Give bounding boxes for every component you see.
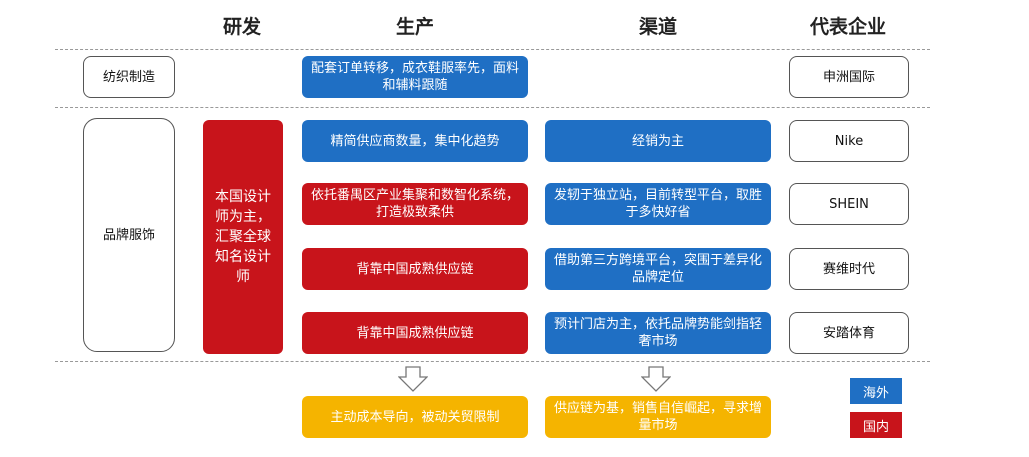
channel-box-anta: 预计门店为主，依托品牌势能剑指轻奢市场 bbox=[545, 312, 771, 354]
row-label-brand: 品牌服饰 bbox=[83, 118, 175, 352]
rd-box: 本国设计师为主，汇聚全球知名设计师 bbox=[203, 120, 283, 354]
arrow-down-icon bbox=[398, 366, 428, 392]
company-saiwei: 赛维时代 bbox=[789, 248, 909, 290]
header-rd: 研发 bbox=[222, 16, 261, 38]
channel-box-nike: 经销为主 bbox=[545, 120, 771, 162]
company-anta: 安踏体育 bbox=[789, 312, 909, 354]
header-companies: 代表企业 bbox=[809, 16, 886, 38]
production-box-nike: 精简供应商数量，集中化趋势 bbox=[302, 120, 528, 162]
production-box-saiwei: 背靠中国成熟供应链 bbox=[302, 248, 528, 290]
production-box-shein: 依托番禺区产业集聚和数智化系统，打造极致柔供 bbox=[302, 183, 528, 225]
separator-top bbox=[55, 49, 930, 50]
textile-production-box: 配套订单转移，成衣鞋服率先，面料和辅料跟随 bbox=[302, 56, 528, 98]
separator-bottom bbox=[55, 361, 930, 362]
company-shenzhou: 申洲国际 bbox=[789, 56, 909, 98]
header-production: 生产 bbox=[395, 16, 434, 38]
company-shein: SHEIN bbox=[789, 183, 909, 225]
header-channel: 渠道 bbox=[638, 16, 677, 38]
channel-box-shein: 发轫于独立站，目前转型平台，取胜于多快好省 bbox=[545, 183, 771, 225]
separator-middle bbox=[55, 107, 930, 108]
legend-domestic: 国内 bbox=[850, 412, 902, 438]
production-box-anta: 背靠中国成熟供应链 bbox=[302, 312, 528, 354]
summary-channel-box: 供应链为基，销售自信崛起，寻求增量市场 bbox=[545, 396, 771, 438]
arrow-down-icon bbox=[641, 366, 671, 392]
summary-production-box: 主动成本导向，被动关贸限制 bbox=[302, 396, 528, 438]
company-nike: Nike bbox=[789, 120, 909, 162]
row-label-textile: 纺织制造 bbox=[83, 56, 175, 98]
legend-overseas: 海外 bbox=[850, 378, 902, 404]
channel-box-saiwei: 借助第三方跨境平台，突围于差异化品牌定位 bbox=[545, 248, 771, 290]
